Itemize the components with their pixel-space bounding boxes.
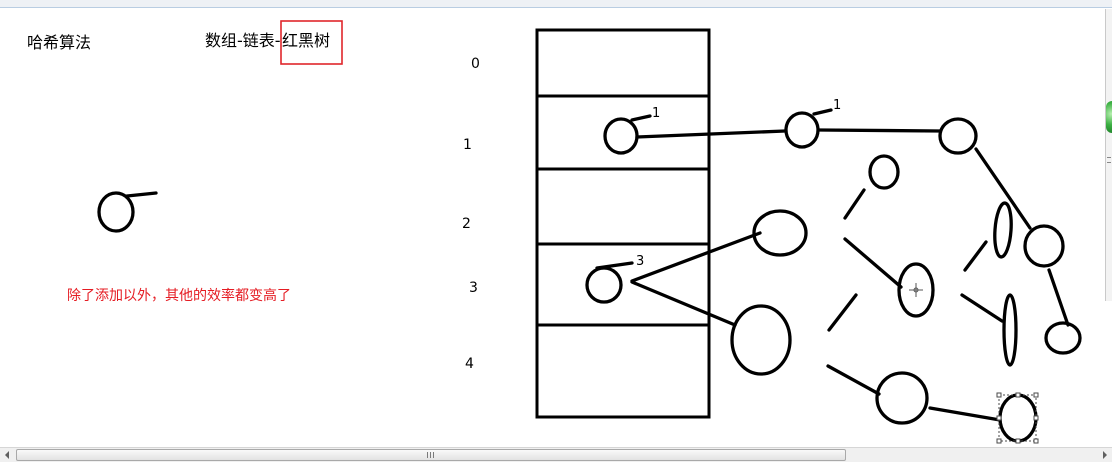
array-index-label: 0 [471, 56, 480, 72]
bucket-1-chain[interactable] [603, 108, 1082, 355]
note-text: 除了添加以外，其他的效率都变高了 [67, 288, 291, 304]
link-line[interactable] [635, 129, 787, 139]
heading-highlight-text: 红黑树 [282, 31, 331, 50]
selection-handle[interactable] [1015, 438, 1021, 444]
node-tail-stroke[interactable] [125, 191, 158, 198]
bucket-3-chain[interactable] [585, 209, 808, 376]
hash-node[interactable] [730, 304, 792, 376]
hash-node[interactable] [752, 209, 808, 257]
array-index-label: 3 [469, 280, 478, 296]
node-tail-stroke[interactable] [630, 114, 652, 122]
scroll-left-button[interactable] [0, 448, 15, 462]
link-line[interactable] [974, 147, 1032, 230]
selection-handle[interactable] [1033, 392, 1039, 398]
link-line[interactable] [630, 231, 762, 283]
tree-edge[interactable] [960, 293, 1004, 323]
crosshair-cursor-icon [909, 283, 923, 297]
grip-line [433, 452, 434, 458]
selection-handle[interactable] [1033, 438, 1039, 444]
selection-handle[interactable] [1015, 392, 1021, 398]
node-tail-stroke[interactable] [595, 261, 634, 270]
highlight-box[interactable] [280, 20, 343, 65]
hash-node[interactable] [1044, 321, 1082, 355]
node-tail-stroke[interactable] [812, 108, 833, 116]
selection-handle[interactable] [996, 438, 1002, 444]
horizontal-scrollbar[interactable] [0, 447, 1112, 462]
node-label: 3 [636, 254, 645, 269]
grip-line [427, 452, 428, 458]
tree-edge[interactable] [826, 364, 881, 396]
link-line[interactable] [817, 128, 942, 133]
scrollbar-grip-icon [427, 452, 435, 458]
tree-node-selected[interactable] [998, 393, 1038, 443]
hash-node[interactable] [784, 111, 820, 149]
tree-sketch[interactable] [826, 154, 1038, 443]
array-index-label: 4 [465, 356, 474, 372]
scroll-right-arrow-icon [1103, 451, 1107, 459]
node-circle[interactable] [97, 191, 135, 233]
tree-node[interactable] [993, 201, 1013, 259]
cursor-center [913, 287, 919, 293]
tree-node[interactable] [868, 154, 900, 190]
tree-edge[interactable] [843, 188, 866, 220]
tree-node[interactable] [1002, 293, 1018, 367]
hash-node[interactable] [1023, 224, 1065, 268]
drawing-canvas[interactable] [0, 0, 1104, 447]
tree-edge[interactable] [963, 240, 988, 272]
grip-line [430, 452, 431, 458]
scroll-right-button[interactable] [1097, 448, 1112, 462]
tree-node[interactable] [875, 371, 929, 425]
canvas-title-text: 哈希算法 [27, 33, 92, 52]
hash-node[interactable] [585, 266, 623, 304]
tree-edge[interactable] [928, 406, 1002, 422]
tree-node[interactable] [897, 262, 935, 318]
hash-node[interactable] [603, 117, 639, 155]
vertical-scrollbar[interactable] [1105, 9, 1112, 301]
heading-prefix-text: 数组-链表- [205, 31, 281, 50]
link-line[interactable] [630, 280, 737, 327]
window-top-edge [0, 0, 1112, 8]
array-index-label: 2 [462, 216, 471, 232]
green-orb-icon[interactable] [1106, 101, 1112, 133]
selection-handle[interactable] [996, 392, 1002, 398]
node-label: 1 [652, 106, 661, 121]
selection-frame[interactable] [996, 392, 1039, 444]
scrollbar-thumb[interactable] [16, 449, 846, 461]
link-line[interactable] [1047, 268, 1070, 327]
hash-node[interactable] [938, 117, 978, 155]
array-outline[interactable] [535, 28, 711, 419]
scroll-left-arrow-icon [5, 451, 9, 459]
array-index-label: 1 [463, 137, 472, 153]
selection-handle[interactable] [1033, 415, 1039, 421]
node-label: 1 [833, 98, 842, 113]
tree-edge[interactable] [827, 293, 858, 332]
selection-handle[interactable] [996, 415, 1002, 421]
hash-array[interactable] [535, 28, 711, 419]
scrollbar-grip-icon [1107, 157, 1111, 163]
tree-edge[interactable] [843, 237, 903, 289]
example-node[interactable] [97, 191, 158, 233]
